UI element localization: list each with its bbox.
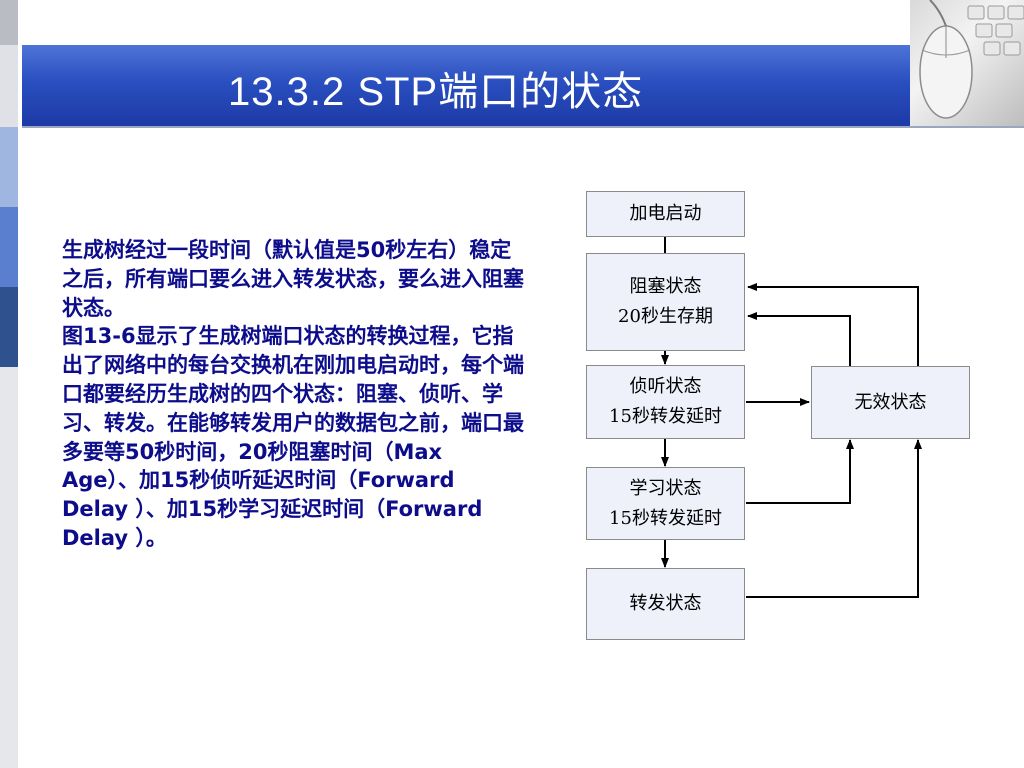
sidebar-strip-segment bbox=[0, 127, 18, 207]
state-listening-timer: 15秒转发延时 bbox=[609, 406, 722, 427]
title-divider bbox=[22, 126, 1024, 128]
paragraph-detail: 图13-6显示了生成树端口状态的转换过程，它指出了网络中的每台交换机在刚加电启动… bbox=[62, 324, 524, 550]
state-forwarding-label: 转发状态 bbox=[629, 593, 702, 614]
state-power-on-label: 加电启动 bbox=[629, 203, 702, 224]
paragraph-intro: 生成树经过一段时间（默认值是50秒左右）稳定之后，所有端口要么进入转发状态，要么… bbox=[62, 238, 524, 320]
state-learning: 学习状态 15秒转发延时 bbox=[586, 467, 745, 540]
sidebar-strip-segment bbox=[0, 0, 18, 45]
sidebar-strip-segment bbox=[0, 367, 18, 768]
sidebar-strip-segment bbox=[0, 207, 18, 287]
state-learning-label: 学习状态 bbox=[629, 477, 702, 499]
state-blocking-timer: 20秒生存期 bbox=[618, 306, 713, 327]
state-disabled: 无效状态 bbox=[811, 366, 970, 439]
state-blocking-label: 阻塞状态 bbox=[629, 276, 702, 297]
slide-title: 13.3.2 STP端口的状态 bbox=[228, 70, 644, 114]
title-bar: 13.3.2 STP端口的状态 bbox=[22, 45, 910, 126]
state-listening: 侦听状态 15秒转发延时 bbox=[586, 365, 745, 439]
body-text: 生成树经过一段时间（默认值是50秒左右）稳定之后，所有端口要么进入转发状态，要么… bbox=[62, 236, 524, 553]
state-listening-label: 侦听状态 bbox=[629, 376, 702, 397]
sidebar-strip-segment bbox=[0, 45, 18, 127]
sidebar-strip-segment bbox=[0, 287, 18, 367]
state-disabled-label: 无效状态 bbox=[854, 391, 927, 413]
state-learning-timer: 15秒转发延时 bbox=[609, 507, 722, 529]
state-power-on: 加电启动 bbox=[586, 191, 745, 237]
state-forwarding: 转发状态 bbox=[586, 568, 745, 640]
state-blocking: 阻塞状态 20秒生存期 bbox=[586, 253, 745, 351]
mouse-keyboard-image bbox=[910, 0, 1024, 126]
